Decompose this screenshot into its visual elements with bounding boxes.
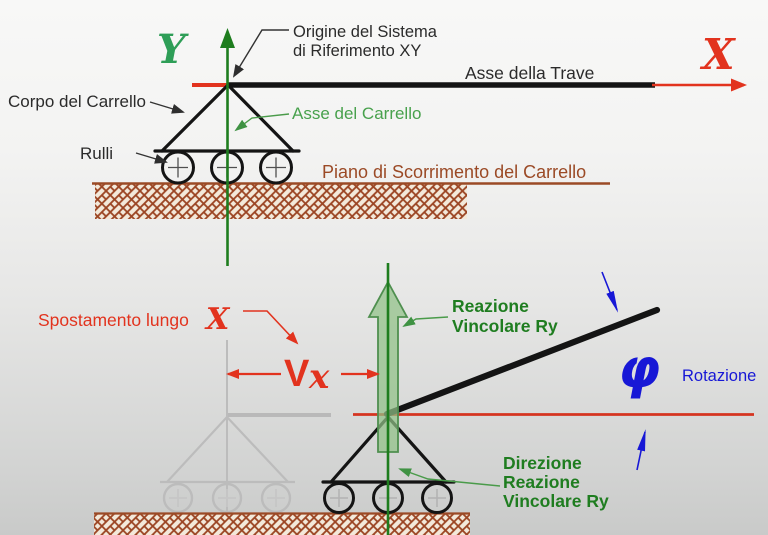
rotation-phi-symbol: φ	[618, 337, 660, 400]
carriage-axis-leader	[234, 113, 290, 132]
reaction-label-line1: Reazione	[452, 296, 529, 316]
displacement-label: Spostamento lungo	[38, 310, 189, 330]
direction-label-line1: Direzione	[503, 453, 582, 473]
top-leader-lines	[135, 29, 289, 164]
direction-label-line3: Vincolare Ry	[503, 491, 609, 511]
rotated-beam	[383, 306, 661, 418]
rotation-label: Rotazione	[682, 367, 756, 385]
vx-letter: V	[284, 353, 310, 395]
direction-leader	[398, 468, 501, 487]
x-axis-label: X	[699, 30, 736, 79]
vx-subscript: x	[308, 357, 330, 397]
y-axis-label: Y	[157, 26, 189, 73]
direction-label-line2: Reazione	[503, 472, 580, 492]
origin-label-line2: di Riferimento XY	[293, 42, 421, 60]
reaction-label-line2: Vincolare Ry	[452, 316, 558, 336]
carriage-body-label: Corpo del Carrello	[8, 92, 146, 111]
origin-label-line1: Origine del Sistema	[293, 23, 438, 41]
beam-axis-label: Asse della Trave	[465, 63, 594, 83]
ghost-carriage	[160, 340, 331, 514]
rotation-arrows	[601, 271, 646, 471]
displacement-leader	[243, 310, 299, 345]
top-ground-hatch	[92, 182, 610, 219]
carriage-axis-label: Asse del Carrello	[292, 104, 421, 123]
rollers-label: Rulli	[80, 144, 113, 163]
reaction-leader	[402, 316, 449, 328]
bottom-ground-hatch	[94, 512, 470, 535]
sliding-plane-label: Piano di Scorrimento del Carrello	[322, 162, 586, 182]
displacement-axis-symbol: X	[204, 302, 231, 337]
